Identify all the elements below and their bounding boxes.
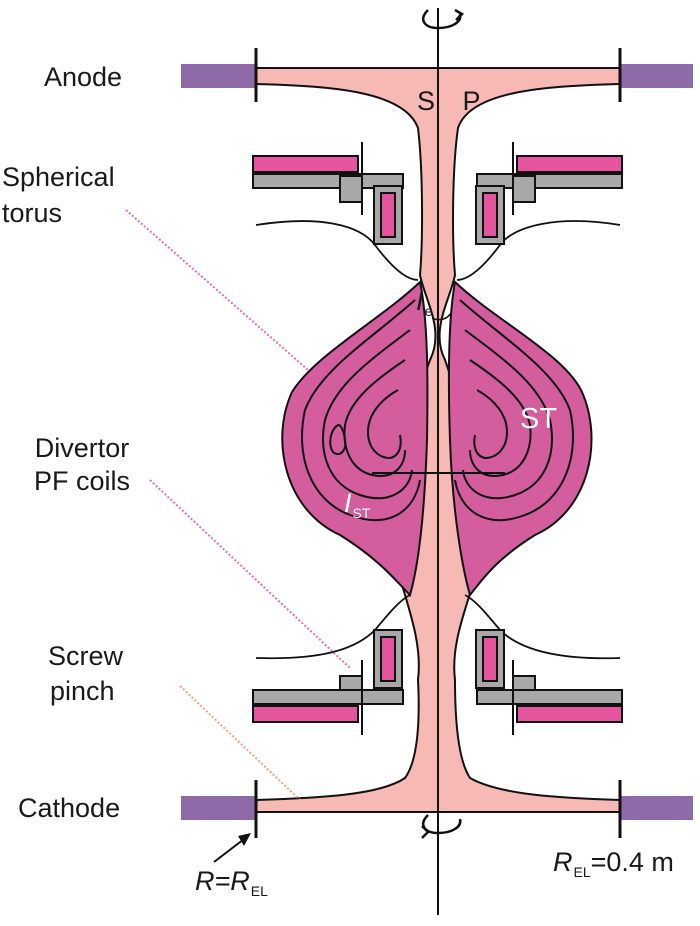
pf-coil-top-right xyxy=(475,142,623,245)
divertor-label: Divertor xyxy=(34,433,130,463)
st-label: ST xyxy=(520,403,558,435)
torus-label: torus xyxy=(2,198,63,228)
r-equals-text: R=R xyxy=(195,866,250,896)
sp-label: S P xyxy=(417,86,491,116)
spherical-label: Spherical xyxy=(2,162,115,192)
anode-electrode-left xyxy=(181,64,256,88)
rel-subscript: EL xyxy=(573,864,591,880)
st-lobe-right xyxy=(447,280,593,598)
r-equals-subscript: EL xyxy=(250,883,268,899)
open-field-lines-bottom xyxy=(255,594,621,660)
pf-coil-bottom-left xyxy=(252,629,404,735)
anode-label: Anode xyxy=(44,62,123,92)
ist-subscript: ST xyxy=(352,505,371,521)
rel-value: =0.4 m xyxy=(590,847,674,877)
flux-surfaces-right xyxy=(454,299,574,521)
ist-symbol: I xyxy=(344,488,352,518)
anode-electrode-right xyxy=(620,64,693,88)
ie-symbol: I xyxy=(416,286,424,316)
arrow-head-icon xyxy=(238,833,251,846)
pf-coil-bottom-right xyxy=(475,629,623,735)
ist-label: IST xyxy=(344,488,370,529)
cathode-electrode-left xyxy=(181,796,256,820)
pf-coils-label: PF coils xyxy=(33,466,131,496)
leader-line-divertor-pf-coils xyxy=(149,479,351,669)
leader-line-spherical-torus xyxy=(125,209,309,371)
screw-label: Screw xyxy=(48,641,124,671)
pinch-label: pinch xyxy=(50,676,115,706)
electrode-plates xyxy=(254,48,622,838)
cathode-electrode-right xyxy=(620,796,693,820)
ie-subscript: e xyxy=(424,303,433,319)
ie-label: Ie xyxy=(416,286,432,327)
pf-coil-top-left xyxy=(252,142,404,245)
current-arrow-icon xyxy=(431,313,451,321)
leader-line-screw-pinch xyxy=(179,685,301,801)
rel-value-label: REL=0.4 m xyxy=(553,847,674,888)
rotation-arrow-icon xyxy=(422,8,465,30)
flux-surfaces-left xyxy=(301,299,421,521)
cathode-label: Cathode xyxy=(18,793,121,823)
st-lobe-left xyxy=(281,280,429,597)
rotation-arrow-icon xyxy=(421,814,462,839)
r-equals-rel-label: R=REL xyxy=(195,866,268,907)
rel-symbol: R xyxy=(553,847,573,877)
